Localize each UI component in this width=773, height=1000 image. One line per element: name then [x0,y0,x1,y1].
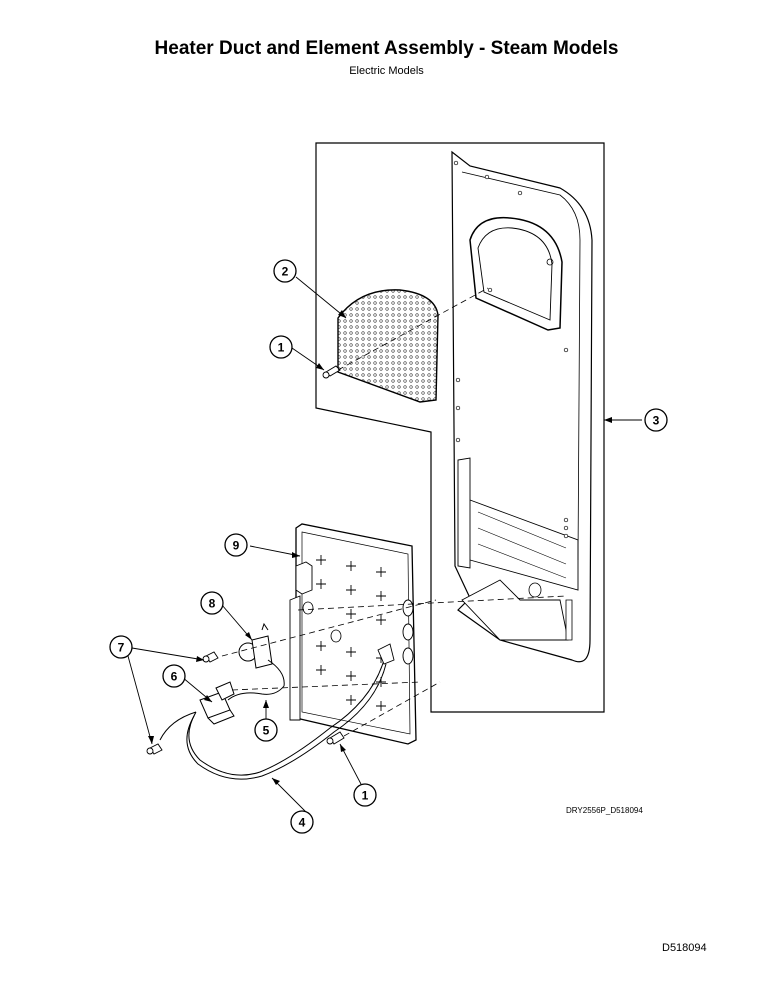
element-terminal [377,643,395,665]
wire-harness-pair [186,663,387,780]
callout-9: 9 [224,533,248,557]
page-title: Heater Duct and Element Assembly - Steam… [154,38,619,59]
callout-4: 4 [290,810,314,834]
thermostat [238,622,273,669]
assembly-frame-outline [315,142,605,713]
heater-duct [451,150,593,663]
svg-text:6: 6 [171,670,178,684]
callout-7: 7 [109,635,133,659]
alignment-lines [221,287,567,737]
screw-top [322,365,341,379]
callout-1-bottom: 1 [353,783,377,807]
lint-screen [337,289,439,403]
callout-6: 6 [162,664,186,688]
element-coil-marks [316,555,386,711]
page-subtitle: Electric Models [349,65,424,77]
svg-text:4: 4 [299,816,306,830]
screw-part7-upper [202,651,219,663]
page-code: D518094 [662,942,707,954]
callout-2: 2 [273,259,297,283]
callout-5: 5 [254,718,278,742]
svg-text:3: 3 [653,414,660,428]
svg-text:2: 2 [282,265,289,279]
screw-part7-lower [146,743,163,755]
heater-element-plate [289,523,417,745]
callout-8: 8 [200,591,224,615]
wire-harness [159,659,385,776]
svg-text:8: 8 [209,597,216,611]
callout-3: 3 [644,408,668,432]
drawing-reference: DRY2556P_D518094 [566,806,643,815]
svg-text:9: 9 [233,539,240,553]
callout-1-top: 1 [269,335,293,359]
svg-text:7: 7 [118,641,125,655]
svg-text:1: 1 [362,789,369,803]
duct-holes [453,160,569,539]
svg-text:5: 5 [263,724,270,738]
leader-arrowheads [148,310,612,785]
svg-text:1: 1 [278,341,285,355]
thermal-fuse [199,681,235,725]
screw-bottom [326,731,345,745]
